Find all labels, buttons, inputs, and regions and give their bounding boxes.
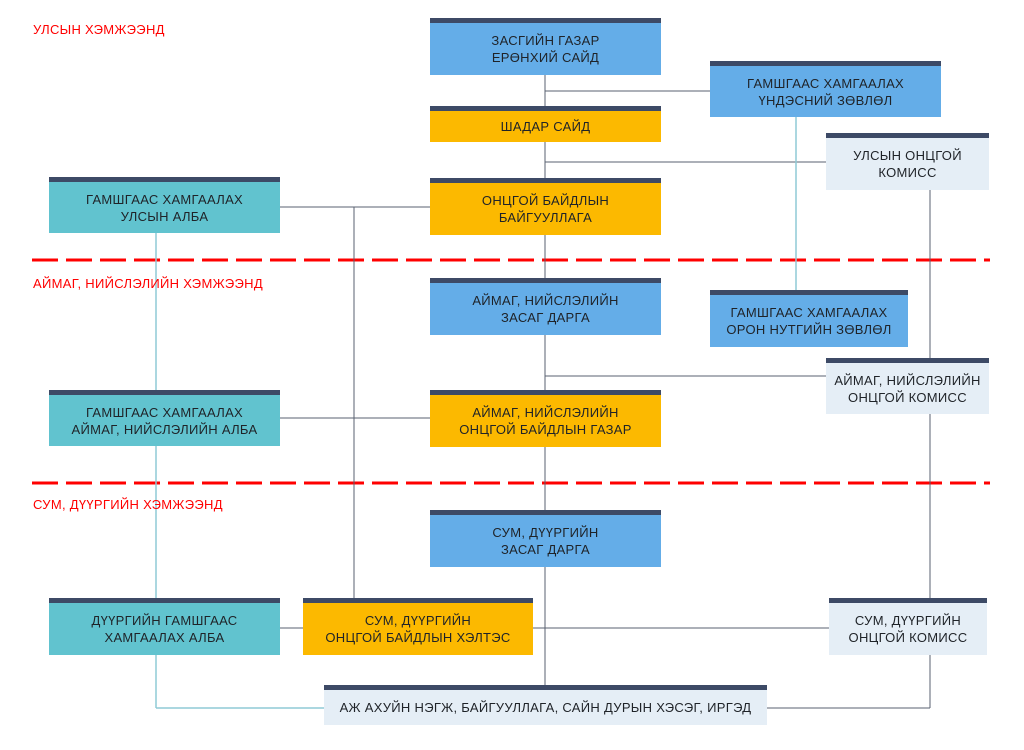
- citizens-label: АЖ АХУЙН НЭГЖ, БАЙГУУЛЛАГА, САЙН ДУРЫН Х…: [339, 700, 752, 715]
- district-agency-box: ДҮҮРГИЙН ГАМШГААС ХАМГААЛАХ АЛБА: [49, 598, 280, 655]
- local-council-box: ГАМШГААС ХАМГААЛАХ ОРОН НУТГИЙН ЗӨВЛӨЛ: [710, 290, 908, 347]
- soum-commission-box: СУМ, ДҮҮРГИЙН ОНЦГОЙ КОМИСС: [829, 598, 987, 655]
- emergency-org-box: ОНЦГОЙ БАЙДЛЫН БАЙГУУЛЛАГА: [430, 178, 661, 235]
- aimag-governor-box: АЙМАГ, НИЙСЛЭЛИЙН ЗАСАГ ДАРГА: [430, 278, 661, 335]
- national-council-box: ГАМШГААС ХАМГААЛАХ ҮНДЭСНИЙ ЗӨВЛӨЛ: [710, 61, 941, 117]
- aimag-emergency-box: АЙМАГ, НИЙСЛЭЛИЙН ОНЦГОЙ БАЙДЛЫН ГАЗАР: [430, 390, 661, 447]
- aimag-commission-label: АЙМАГ, НИЙСЛЭЛИЙН ОНЦГОЙ КОМИСС: [834, 372, 981, 405]
- local-council-label: ГАМШГААС ХАМГААЛАХ ОРОН НУТГИЙН ЗӨВЛӨЛ: [726, 305, 892, 337]
- prime-minister-label: ЗАСГИЙН ГАЗАР ЕРӨНХИЙ САЙД: [491, 33, 600, 65]
- district-agency-label: ДҮҮРГИЙН ГАМШГААС ХАМГААЛАХ АЛБА: [91, 613, 238, 645]
- national-agency-box: ГАМШГААС ХАМГААЛАХ УЛСЫН АЛБА: [49, 177, 280, 233]
- aimag-commission-box: АЙМАГ, НИЙСЛЭЛИЙН ОНЦГОЙ КОМИСС: [826, 358, 989, 414]
- aimag-governor-label: АЙМАГ, НИЙСЛЭЛИЙН ЗАСАГ ДАРГА: [472, 293, 619, 325]
- soum-governor-label: СУМ, ДҮҮРГИЙН ЗАСАГ ДАРГА: [492, 525, 599, 557]
- deputy-pm-label: ШАДАР САЙД: [500, 119, 591, 134]
- emergency-org-label: ОНЦГОЙ БАЙДЛЫН БАЙГУУЛЛАГА: [481, 193, 610, 225]
- soum-emergency-label: СУМ, ДҮҮРГИЙН ОНЦГОЙ БАЙДЛЫН ХЭЛТЭС: [325, 613, 511, 645]
- national-agency-label: ГАМШГААС ХАМГААЛАХ УЛСЫН АЛБА: [85, 191, 244, 224]
- soum-emergency-box: СУМ, ДҮҮРГИЙН ОНЦГОЙ БАЙДЛЫН ХЭЛТЭС: [303, 598, 533, 655]
- citizens-box: АЖ АХУЙН НЭГЖ, БАЙГУУЛЛАГА, САЙН ДУРЫН Х…: [324, 685, 767, 725]
- national-level-label: УЛСЫН ХЭМЖЭЭНД: [33, 22, 165, 37]
- aimag-emergency-label: АЙМАГ, НИЙСЛЭЛИЙН ОНЦГОЙ БАЙДЛЫН ГАЗАР: [459, 405, 632, 437]
- aimag-level-label: АЙМАГ, НИЙСЛЭЛИЙН ХЭМЖЭЭНД: [33, 276, 263, 291]
- deputy-pm-box: ШАДАР САЙД: [430, 106, 661, 142]
- soum-commission-label: СУМ, ДҮҮРГИЙН ОНЦГОЙ КОМИСС: [848, 613, 968, 645]
- soum-level-label: СУМ, ДҮҮРГИЙН ХЭМЖЭЭНД: [33, 497, 223, 512]
- prime-minister-box: ЗАСГИЙН ГАЗАР ЕРӨНХИЙ САЙД: [430, 18, 661, 75]
- state-commission-box: УЛСЫН ОНЦГОЙ КОМИСС: [826, 133, 989, 190]
- aimag-agency-box: ГАМШГААС ХАМГААЛАХ АЙМАГ, НИЙСЛЭЛИЙН АЛБ…: [49, 390, 280, 446]
- national-council-label: ГАМШГААС ХАМГААЛАХ ҮНДЭСНИЙ ЗӨВЛӨЛ: [746, 75, 905, 108]
- aimag-agency-label: ГАМШГААС ХАМГААЛАХ АЙМАГ, НИЙСЛЭЛИЙН АЛБ…: [71, 404, 258, 437]
- soum-governor-box: СУМ, ДҮҮРГИЙН ЗАСАГ ДАРГА: [430, 510, 661, 567]
- state-commission-label: УЛСЫН ОНЦГОЙ КОМИСС: [853, 148, 962, 180]
